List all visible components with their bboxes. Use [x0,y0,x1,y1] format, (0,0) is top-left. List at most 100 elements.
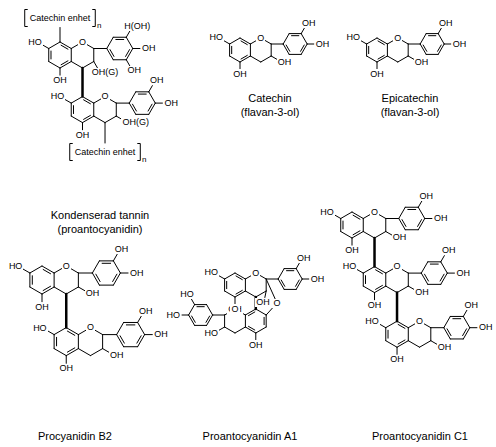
bond [363,232,374,239]
bond [367,38,377,44]
bond [60,62,71,69]
bond [219,327,225,330]
bond [301,44,307,54]
atom-label: OH [433,214,449,223]
atom-label: O [393,34,402,43]
bracket [137,144,140,161]
bond [82,123,83,130]
bond [94,62,98,68]
bond [397,286,408,293]
bond [444,44,451,45]
atom-label: O [393,262,402,271]
bond [231,46,232,53]
bond [283,34,289,44]
bond [386,286,397,293]
atom-label: OH [392,233,408,242]
bond [248,312,254,316]
bond [286,45,290,51]
bond [418,219,425,230]
bond [373,238,376,267]
bond [42,266,54,273]
bond [463,310,467,316]
bond [398,340,405,344]
bond [116,103,129,104]
bond [408,209,416,210]
bond [149,103,156,114]
atom-label: HO [166,311,182,320]
bond [120,336,124,343]
bond [287,270,294,271]
atom-label: OH [344,246,360,255]
atom-label: O [370,208,379,217]
bond [42,294,43,302]
bond [65,100,71,104]
bond [124,322,138,323]
caption: Kondenserad tannin [50,210,150,221]
bond [92,273,99,285]
bond [341,212,352,219]
bond [245,315,246,327]
bond [374,293,375,300]
bond [376,270,383,274]
bond [266,315,267,327]
bond [71,97,82,104]
bond [255,333,256,340]
bond [133,48,140,49]
bond [363,219,364,232]
bond [113,37,126,38]
bond [120,273,128,274]
bond [60,28,61,43]
bond [447,273,454,274]
atom-label: OH(G) [121,118,150,127]
bond [241,41,247,45]
bond [23,269,30,273]
bond [405,229,418,230]
bond [375,267,386,274]
bond [235,327,245,333]
atom-label: OH [296,254,312,263]
bond [296,279,302,289]
bond [278,279,284,289]
bond [224,315,225,327]
atom-label: OH [141,44,157,53]
bond [83,116,94,123]
bond [225,291,235,297]
bond [230,38,240,44]
bond [421,262,428,273]
bond [225,327,235,333]
atom-label: OH [255,298,271,307]
bond [245,279,246,291]
bond [352,232,363,239]
bond [47,331,54,335]
atom-label: OH [126,66,142,75]
bond [137,336,141,343]
bond [230,56,240,62]
atom-label: OH [452,40,468,49]
bond [240,62,241,69]
bond [399,207,406,218]
bond [189,315,195,325]
bond [102,263,111,264]
bond [148,104,152,111]
atom-label: OH [414,58,430,67]
bond [283,44,289,54]
bond [418,201,422,207]
atom-label: OH(G) [91,68,120,77]
bond [236,276,242,280]
bond [73,106,74,114]
bond [386,218,399,219]
bond [352,238,353,245]
bond [386,341,397,348]
bond [43,286,50,290]
atom-label: OH [455,269,471,278]
bond [71,116,82,123]
bond [266,279,278,280]
bond [245,327,255,333]
bond [397,341,408,348]
bracket [25,10,28,27]
bond [30,287,42,294]
bond [361,41,367,44]
bond [398,324,405,328]
atom-label: HO [209,33,225,42]
bond [385,273,386,286]
